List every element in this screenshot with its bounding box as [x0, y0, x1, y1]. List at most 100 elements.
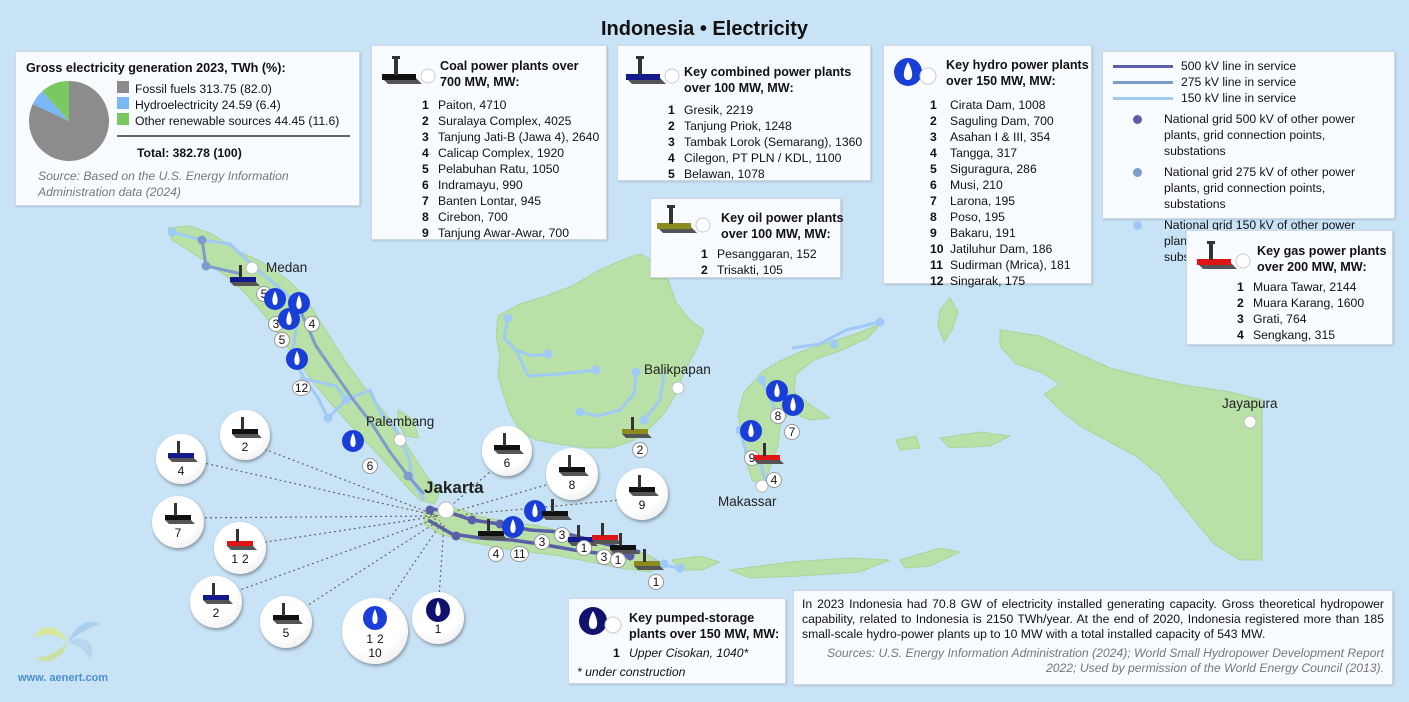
island-buru: [895, 435, 921, 451]
info-sources: Sources: U.S. Energy Information Adminis…: [826, 646, 1384, 675]
map-marker-gas-icon: [754, 443, 784, 464]
map-marker-number: 1: [576, 540, 592, 556]
combined-heading: Key combined power plants over 100 MW, M…: [684, 65, 852, 95]
callout-combined: 4: [156, 434, 206, 484]
map-marker-number: 3: [534, 534, 550, 550]
legend-dot-item: National grid 500 kV of other power plan…: [1113, 111, 1384, 159]
callout-number: 10: [368, 646, 382, 660]
callout-coal-icon: [232, 417, 262, 438]
map-marker-number: 1: [648, 574, 664, 590]
callout-coal-icon: [165, 503, 195, 524]
map-marker-number: 4: [766, 472, 782, 488]
map-marker-hydro-icon: [342, 430, 364, 452]
oil-heading: Key oil power plants over 100 MW, MW:: [721, 211, 844, 241]
pie-slice-1: [32, 91, 69, 121]
map-marker-hydro-icon: [766, 380, 788, 402]
city-label-makassar: Makassar: [718, 494, 777, 509]
generation-heading: Gross electricity generation 2023, TWh (…: [26, 61, 286, 75]
callout-number: 6: [503, 456, 511, 470]
callout-pumped-icon: [426, 598, 450, 622]
fossil-swatch: [117, 81, 129, 93]
callout-coal-icon: [629, 475, 659, 496]
page-title: Indonesia • Electricity: [600, 18, 809, 40]
island-seram: [938, 431, 1012, 449]
island-timor: [899, 547, 962, 569]
callout-coal: 7: [152, 496, 204, 548]
island-papua: [999, 329, 1263, 561]
map-marker-number: 6: [362, 458, 378, 474]
map-marker-combined-icon: [230, 265, 260, 286]
callout-coal: 6: [482, 426, 532, 476]
callout-coal: 2: [220, 410, 270, 460]
generation-divider: [117, 135, 350, 137]
city-label-medan: Medan: [266, 260, 308, 275]
legend-dot-swatch: [1133, 168, 1142, 177]
map-marker-number: 4: [304, 316, 320, 332]
legend-dot-item: National grid 275 kV of other power plan…: [1113, 164, 1384, 212]
generation-legend-fossil: Fossil fuels 313.75 (82.0): [117, 81, 350, 97]
map-marker-hydro-icon: [286, 348, 308, 370]
oil-plant-icon: [657, 205, 711, 233]
callout-number: 1: [434, 622, 442, 636]
callout-number: 5: [282, 626, 290, 640]
callout-numbers: 5: [260, 626, 312, 640]
pie-slice-2: [42, 81, 69, 121]
map-marker-coal-icon: [478, 519, 508, 540]
generation-pie-chart: [28, 81, 110, 161]
callout-numbers: 8: [546, 478, 598, 492]
hydro-swatch: [117, 97, 129, 109]
callout-combined-icon: [168, 441, 198, 462]
hydro-heading: Key hydro power plants over 150 MW, MW:: [946, 58, 1089, 88]
map-marker-number: 5: [274, 332, 290, 348]
callout-numbers: 7: [152, 526, 204, 540]
map-marker-hydro-icon: [288, 292, 310, 314]
map-marker-number: 4: [488, 546, 504, 562]
callout-coal-icon: [273, 603, 303, 624]
map-marker-hydro-icon: [782, 394, 804, 416]
map-marker-hydro-icon: [278, 308, 300, 330]
pumped-storage-icon: [579, 607, 622, 635]
legend-line-swatch: [1113, 65, 1173, 69]
pumped-heading: Key pumped-storage plants over 150 MW, M…: [629, 611, 780, 641]
callout-number: 2: [377, 632, 384, 646]
coal-plant-icon: [382, 56, 436, 84]
map-marker-number: 7: [784, 424, 800, 440]
hydro-panel: Key hydro power plants over 150 MW, MW: …: [883, 45, 1092, 288]
callout-coal-icon: [559, 455, 589, 476]
island-borneo: [495, 253, 705, 449]
callout-gas-icon: [227, 529, 257, 550]
map-marker-number: 11: [510, 546, 529, 562]
map-marker-hydro-icon: [502, 516, 524, 538]
gas-heading: Key gas power plants over 200 MW, MW:: [1257, 244, 1387, 274]
city-label-jakarta: Jakarta: [424, 478, 484, 497]
callout-number: 2: [242, 552, 249, 566]
callout-number: 7: [174, 526, 182, 540]
pumped-storage-panel: Key pumped-storage plants over 150 MW, M…: [568, 598, 786, 684]
aenert-logo: [34, 621, 100, 662]
city-label-balikpapan: Balikpapan: [644, 362, 711, 377]
map-marker-hydro-icon: [524, 500, 546, 522]
legend-line-item: 500 kV line in service: [1113, 58, 1384, 74]
island-bangka: [397, 409, 419, 439]
callout-hydro-icon: [363, 606, 387, 630]
